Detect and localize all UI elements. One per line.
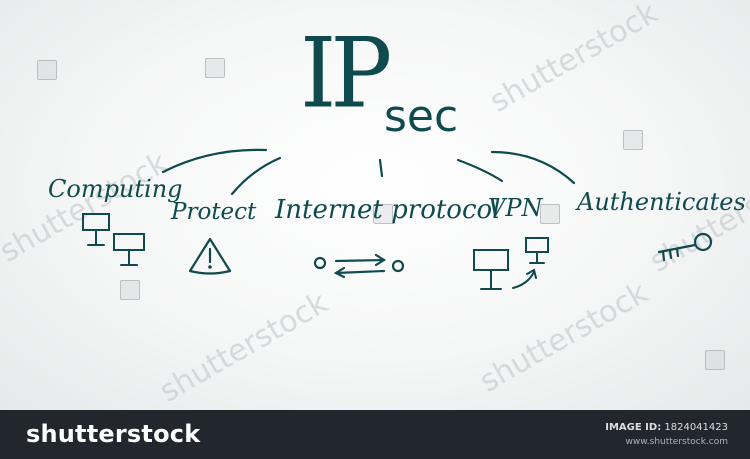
key-icon: [657, 232, 713, 262]
connector-computing: [161, 148, 268, 174]
node-label-computing: Computing: [48, 175, 183, 203]
watermark-logo-icon: [120, 280, 140, 300]
title-ip: IP: [300, 17, 392, 130]
image-id: IMAGE ID: 1824041423: [605, 422, 728, 433]
brand-logo[interactable]: shutterstock: [26, 420, 201, 448]
connector-internet: [378, 158, 384, 178]
node-label-protect: Protect: [171, 199, 257, 225]
watermark-logo-icon: [540, 204, 560, 224]
watermark-logo-icon: [705, 350, 725, 370]
connector-vpn: [456, 158, 504, 183]
watermark-logo-icon: [373, 204, 393, 224]
watermark-logo-icon: [623, 130, 643, 150]
watermark-logo-icon: [37, 60, 57, 80]
connector-lines: [161, 148, 576, 196]
diagram-canvas: shutterstock shutterstock shutterstock s…: [0, 0, 750, 410]
connector-authenticates: [490, 150, 576, 185]
two-computers-icon: [82, 213, 145, 266]
node-label-authenticates: Authenticates: [577, 188, 746, 216]
footer-bar: shutterstock IMAGE ID: 1824041423 www.sh…: [0, 410, 750, 459]
exchange-arrows-icon: [313, 253, 405, 279]
watermark-logo-icon: [205, 58, 225, 78]
title-sec: sec: [384, 91, 459, 142]
node-label-internet-protocol: Internet protocol: [275, 195, 501, 225]
site-url[interactable]: www.shutterstock.com: [625, 437, 728, 447]
node-label-vpn: VPN: [488, 194, 543, 222]
computers-connected-icon: [473, 237, 549, 290]
image-id-label: IMAGE ID:: [605, 422, 662, 433]
connector-protect: [230, 156, 282, 196]
image-id-value: 1824041423: [664, 422, 728, 433]
warning-triangle-icon: [188, 237, 232, 275]
